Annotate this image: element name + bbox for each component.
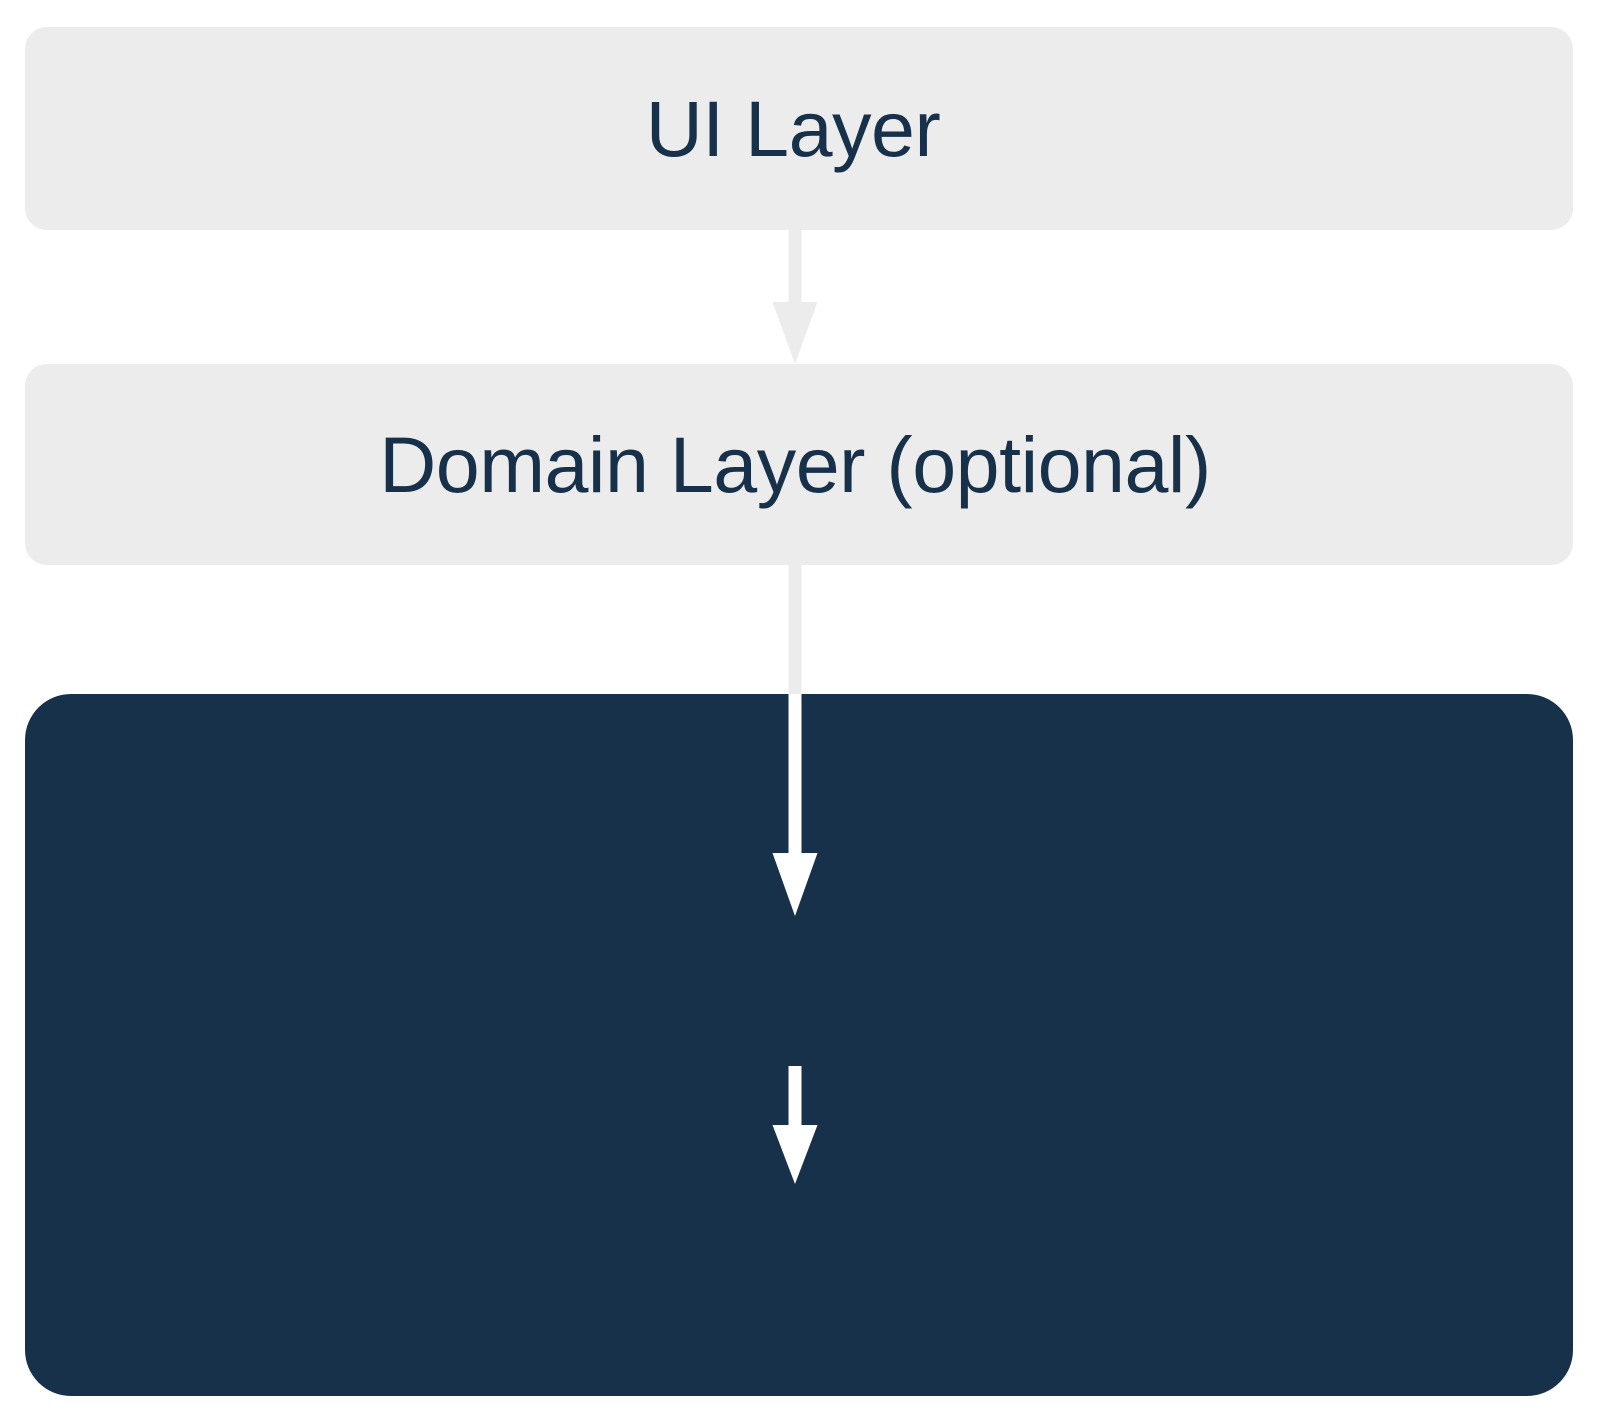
domain-layer-label: Domain Layer (optional): [379, 420, 1211, 509]
domain-layer-box[interactable]: Domain Layer (optional): [25, 364, 1573, 565]
ui-layer-box[interactable]: UI Layer: [25, 27, 1573, 230]
ui-layer-label: UI Layer: [645, 84, 941, 173]
data-layer-box[interactable]: Data Layer Repositories Data Sources: [25, 694, 1573, 1396]
arrow-ui-to-domain-icon: [760, 228, 830, 368]
